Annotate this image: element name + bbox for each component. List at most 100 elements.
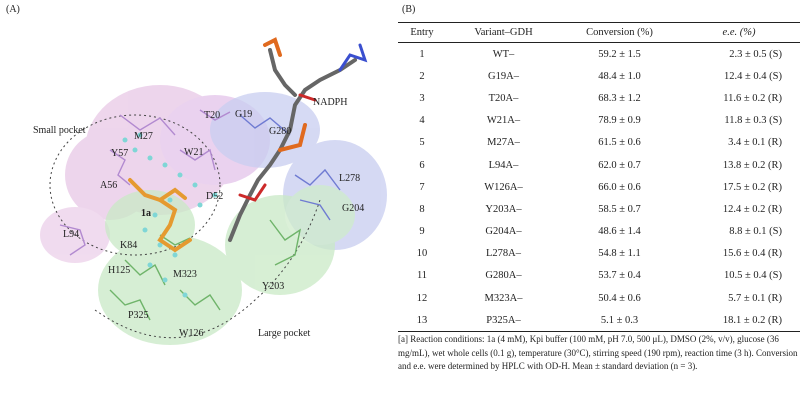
cell-ee: 3.4 ± 0.1 (R): [728, 137, 782, 149]
residues-nadph: [239, 114, 341, 221]
residue-label: P325: [128, 310, 149, 321]
cell-variant: T20A–: [488, 92, 519, 104]
large-pocket-label: Large pocket: [258, 328, 311, 339]
table-row: 5 M27A– 61.5 ± 0.6 3.4 ± 0.1 (R): [398, 132, 800, 154]
cell-variant: W21A–: [486, 115, 521, 127]
residue-label: A56: [100, 180, 117, 191]
water-molecules: [122, 132, 218, 298]
header-ee: e.e. (%): [722, 27, 756, 38]
cell-conversion: 66.0 ± 0.6: [598, 181, 641, 193]
results-table: Entry Variant–GDH Conversion (%) e.e. (%…: [398, 22, 800, 332]
cell-variant: L94A–: [488, 159, 519, 171]
small-pocket-outline: [49, 114, 221, 256]
cell-entry: 1: [419, 48, 425, 60]
cell-variant: M27A–: [487, 137, 520, 149]
nadph-molecule: [228, 37, 368, 242]
residue-label: W126: [179, 328, 203, 339]
cell-ee: 18.1 ± 0.2 (R): [722, 314, 782, 326]
cell-conversion: 62.0 ± 0.7: [598, 159, 641, 171]
residue-label: G204: [342, 203, 364, 214]
residue-label: G19: [235, 109, 252, 120]
header-conversion: Conversion (%): [586, 27, 653, 38]
cell-variant: G204A–: [485, 226, 522, 238]
residue-label: Y57: [111, 148, 128, 159]
cell-ee: 12.4 ± 0.2 (R): [722, 203, 782, 215]
residues-large-pocket: [109, 219, 302, 321]
cell-entry: 10: [416, 248, 428, 260]
cell-variant: Y203A–: [485, 203, 522, 215]
substrate-1a: [128, 178, 192, 253]
residue-label: W21: [184, 147, 203, 158]
cell-entry: 8: [419, 203, 425, 215]
cell-entry: 3: [419, 92, 425, 104]
cell-conversion: 61.5 ± 0.6: [598, 137, 641, 149]
cell-entry: 2: [419, 70, 425, 82]
panel-b-label: (B): [402, 4, 416, 15]
cell-variant: G19A–: [488, 70, 519, 82]
cell-conversion: 48.6 ± 1.4: [598, 226, 641, 238]
cell-variant: M323A–: [484, 292, 523, 304]
cell-variant: W126A–: [484, 181, 523, 193]
cell-ee: 8.8 ± 0.1 (S): [729, 226, 782, 238]
cell-conversion: 50.4 ± 0.6: [598, 292, 641, 304]
cell-ee: 5.7 ± 0.1 (R): [728, 292, 782, 304]
cell-variant: G280A–: [485, 270, 522, 282]
table-footnote: [a] Reaction conditions: 1a (4 mM), Kpi …: [398, 334, 798, 372]
table-row: 12 M323A– 50.4 ± 0.6 5.7 ± 0.1 (R): [398, 287, 800, 309]
substrate-label: 1a: [141, 208, 151, 219]
cell-conversion: 59.2 ± 1.5: [598, 48, 641, 60]
header-variant: Variant–GDH: [474, 27, 533, 38]
cell-ee: 13.8 ± 0.2 (R): [722, 159, 782, 171]
cell-entry: 9: [419, 226, 425, 238]
table-row: 13 P325A– 5.1 ± 0.3 18.1 ± 0.2 (R): [398, 309, 800, 332]
table-row: 8 Y203A– 58.5 ± 0.7 12.4 ± 0.2 (R): [398, 198, 800, 220]
cell-entry: 12: [416, 292, 428, 304]
cell-entry: 11: [416, 270, 428, 282]
large-pocket-outline: [94, 199, 321, 339]
residue-label: K84: [120, 240, 137, 251]
docking-figure: Small pocket Large pocket NADPH 1a M27 T…: [33, 37, 387, 345]
residue-label: M27: [134, 131, 153, 142]
cell-conversion: 78.9 ± 0.9: [598, 115, 641, 127]
table-row: 9 G204A– 48.6 ± 1.4 8.8 ± 0.1 (S): [398, 221, 800, 243]
cell-ee: 10.5 ± 0.4 (S): [724, 270, 782, 282]
residue-label: G280: [269, 126, 291, 137]
cell-ee: 17.5 ± 0.2 (R): [722, 181, 782, 193]
cell-entry: 6: [419, 159, 425, 171]
cell-entry: 4: [419, 115, 425, 127]
cell-ee: 2.3 ± 0.5 (S): [729, 48, 782, 60]
cell-entry: 7: [419, 181, 425, 193]
cell-conversion: 53.7 ± 0.4: [598, 270, 641, 282]
residue-label: M323: [173, 269, 197, 280]
table-row: 6 L94A– 62.0 ± 0.7 13.8 ± 0.2 (R): [398, 154, 800, 176]
cell-conversion: 5.1 ± 0.3: [600, 314, 639, 326]
table-row: 7 W126A– 66.0 ± 0.6 17.5 ± 0.2 (R): [398, 176, 800, 198]
cell-entry: 5: [419, 137, 425, 149]
residue-label: L94: [63, 229, 79, 240]
cell-ee: 12.4 ± 0.4 (S): [724, 70, 782, 82]
residue-label: T20: [204, 110, 220, 121]
nadph-label: NADPH: [313, 97, 347, 108]
large-pocket-surface: [98, 185, 355, 345]
cell-conversion: 58.5 ± 0.7: [598, 203, 641, 215]
panel-a-label: (A): [6, 4, 20, 15]
cell-entry: 13: [416, 314, 428, 326]
residue-label: D52: [206, 191, 223, 202]
residues-small-pocket: [59, 109, 231, 256]
small-pocket-label: Small pocket: [33, 125, 86, 136]
cell-conversion: 54.8 ± 1.1: [598, 248, 641, 260]
cell-variant: P325A–: [486, 314, 521, 326]
cell-conversion: 68.3 ± 1.2: [598, 92, 641, 104]
table-row: 10 L278A– 54.8 ± 1.1 15.6 ± 0.4 (R): [398, 243, 800, 265]
cell-conversion: 48.4 ± 1.0: [598, 70, 641, 82]
cell-ee: 15.6 ± 0.4 (R): [722, 248, 782, 260]
table-row: 4 W21A– 78.9 ± 0.9 11.8 ± 0.3 (S): [398, 110, 800, 132]
table-row: 2 G19A– 48.4 ± 1.0 12.4 ± 0.4 (S): [398, 65, 800, 87]
header-entry: Entry: [410, 27, 434, 38]
table-row: 11 G280A– 53.7 ± 0.4 10.5 ± 0.4 (S): [398, 265, 800, 287]
cell-ee: 11.8 ± 0.3 (S): [724, 115, 782, 127]
cell-variant: L278A–: [486, 248, 521, 260]
residue-label: Y203: [262, 281, 284, 292]
residue-label: L278: [339, 173, 360, 184]
